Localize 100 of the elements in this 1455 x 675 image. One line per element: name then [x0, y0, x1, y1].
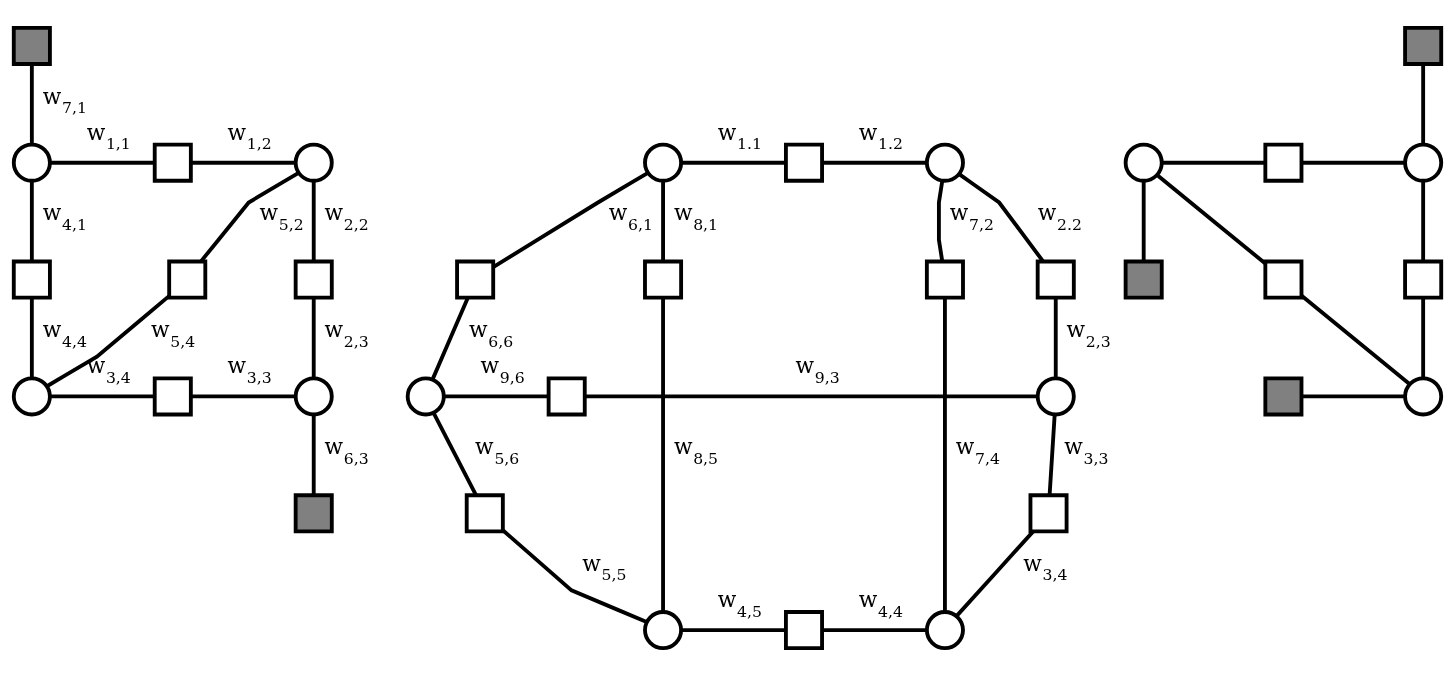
edge-label: w$_{8,1}$ — [673, 199, 719, 234]
node-box — [464, 492, 505, 533]
node-circle — [924, 142, 965, 183]
node-box — [11, 259, 52, 300]
connector — [1421, 180, 1426, 261]
node-box — [293, 492, 334, 533]
connector — [822, 160, 927, 165]
connector — [430, 296, 470, 380]
connector — [444, 394, 549, 398]
edge-label: w$_{5,6}$ — [475, 433, 520, 468]
connector — [1421, 297, 1426, 378]
connector — [191, 394, 296, 398]
edge-label: w$_{1.2}$ — [858, 119, 903, 153]
edge-label: w$_{6,3}$ — [324, 433, 369, 468]
node-box — [1263, 375, 1304, 416]
node-circle — [405, 375, 446, 416]
edge-label: w$_{8,5}$ — [673, 433, 719, 468]
connector — [1047, 413, 1057, 495]
edge-label: w$_{2.2}$ — [1037, 199, 1082, 234]
node-circle — [1035, 375, 1076, 416]
edge-label: w$_{3,3}$ — [1064, 433, 1109, 468]
node-box — [152, 142, 193, 183]
edge-label: w$_{4,4}$ — [858, 586, 903, 621]
connector — [501, 528, 648, 624]
edge-label: w$_{3,4}$ — [1023, 550, 1068, 584]
edge-label: w$_{9,3}$ — [795, 352, 840, 387]
connector — [311, 414, 316, 495]
connector — [311, 180, 316, 261]
edge-label: w$_{4,4}$ — [42, 316, 87, 351]
edge-label: w$_{5,4}$ — [151, 316, 196, 351]
connector — [492, 170, 649, 269]
connector — [1301, 160, 1405, 165]
node-box — [546, 375, 587, 416]
edge-label: w$_{7,4}$ — [955, 433, 1000, 468]
connector — [958, 172, 1045, 262]
node-circle — [1123, 142, 1164, 183]
node-box — [1263, 259, 1304, 300]
connector — [681, 627, 786, 632]
connector — [311, 297, 316, 378]
node-box — [1403, 25, 1444, 66]
connector — [1301, 394, 1405, 398]
edge-label: w$_{5,5}$ — [582, 550, 627, 584]
edge-label: w$_{4,1}$ — [42, 199, 87, 234]
node-box — [293, 259, 334, 300]
connector — [50, 160, 155, 165]
connector — [585, 394, 1038, 398]
connector — [50, 394, 155, 398]
node-circle — [1403, 375, 1444, 416]
edge-label: w$_{2,3}$ — [324, 316, 369, 351]
connector — [1300, 293, 1411, 386]
node-box — [643, 259, 684, 300]
connector — [45, 294, 171, 388]
connector — [943, 297, 947, 612]
node-circle — [643, 609, 684, 650]
edge-label: w$_{3,3}$ — [227, 352, 272, 387]
edge-label: w$_{1,2}$ — [227, 119, 272, 153]
edge-label: w$_{1,1}$ — [86, 119, 131, 153]
node-box — [455, 259, 496, 300]
node-circle — [1403, 142, 1444, 183]
node-circle — [924, 609, 965, 650]
connector — [937, 180, 945, 262]
node-circle — [293, 375, 334, 416]
node-circle — [643, 142, 684, 183]
connector — [1053, 297, 1058, 378]
connector — [432, 411, 478, 496]
connector — [199, 170, 300, 262]
edge-label: w$_{1.1}$ — [717, 119, 763, 153]
connector — [661, 180, 665, 261]
edge-label: w$_{5,2}$ — [259, 199, 304, 234]
edge-label: w$_{2,2}$ — [324, 199, 369, 234]
node-box — [1403, 259, 1444, 300]
node-box — [784, 142, 824, 183]
edge-label: w$_{9,6}$ — [480, 352, 525, 387]
edge-label: w$_{7,1}$ — [42, 83, 87, 117]
node-circle — [11, 375, 52, 416]
edge-label: w$_{7,2}$ — [949, 199, 994, 234]
connector — [1421, 63, 1426, 145]
node-box — [1123, 259, 1164, 300]
connector — [822, 627, 927, 632]
connector — [1141, 180, 1146, 261]
edge-label: w$_{6,6}$ — [469, 316, 514, 351]
connector — [191, 160, 296, 165]
connector — [29, 63, 34, 145]
connector — [29, 297, 34, 378]
node-box — [152, 375, 193, 416]
connector — [1162, 160, 1265, 165]
node-box — [1028, 492, 1069, 533]
edge-label: w$_{6,1}$ — [608, 199, 653, 234]
connector — [29, 180, 34, 261]
node-circle — [11, 142, 52, 183]
node-box — [167, 259, 208, 300]
edge-label: w$_{2,3}$ — [1066, 316, 1111, 351]
connector — [1155, 172, 1267, 265]
node-box — [1035, 259, 1076, 300]
node-box — [1263, 142, 1304, 183]
connector — [681, 160, 786, 165]
edge-label: w$_{4,5}$ — [717, 586, 763, 621]
node-box — [924, 259, 965, 300]
node-box — [784, 609, 824, 650]
node-box — [11, 25, 52, 66]
